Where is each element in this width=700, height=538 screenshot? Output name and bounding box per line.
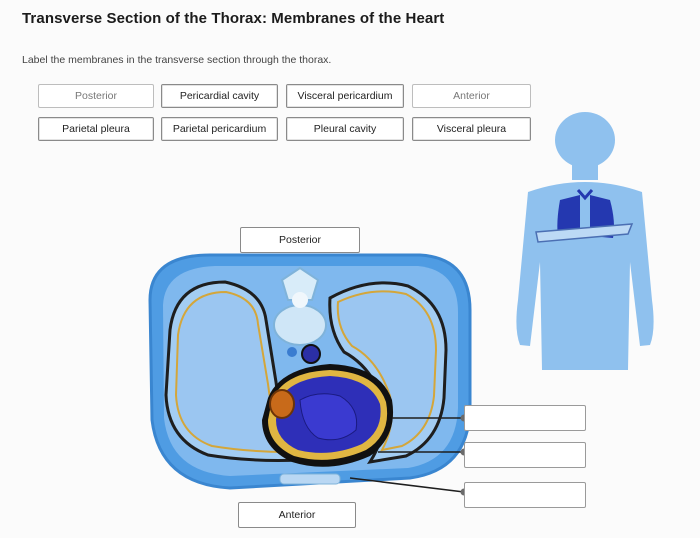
anterior-label: Anterior: [238, 502, 356, 528]
page-title: Transverse Section of the Thorax: Membra…: [22, 10, 445, 27]
posterior-label: Posterior: [240, 227, 360, 253]
label-chip-visceral-pleura[interactable]: Visceral pleura: [412, 117, 531, 141]
drop-target-1[interactable]: [464, 405, 586, 431]
label-chip-parietal-pleura[interactable]: Parietal pleura: [38, 117, 154, 141]
transverse-section-illustration: [148, 253, 472, 496]
instructions-text: Label the membranes in the transverse se…: [22, 54, 332, 66]
label-chip-pleural-cavity[interactable]: Pleural cavity: [286, 117, 404, 141]
label-chip-anterior[interactable]: Anterior: [412, 84, 531, 108]
label-chip-visceral-pericardium[interactable]: Visceral pericardium: [286, 84, 404, 108]
label-chip-posterior[interactable]: Posterior: [38, 84, 154, 108]
label-chip-parietal-pericardium[interactable]: Parietal pericardium: [161, 117, 278, 141]
drop-target-2[interactable]: [464, 442, 586, 468]
body-silhouette-icon: [516, 112, 654, 370]
drop-target-3[interactable]: [464, 482, 586, 508]
label-chip-pericardial-cavity[interactable]: Pericardial cavity: [161, 84, 278, 108]
